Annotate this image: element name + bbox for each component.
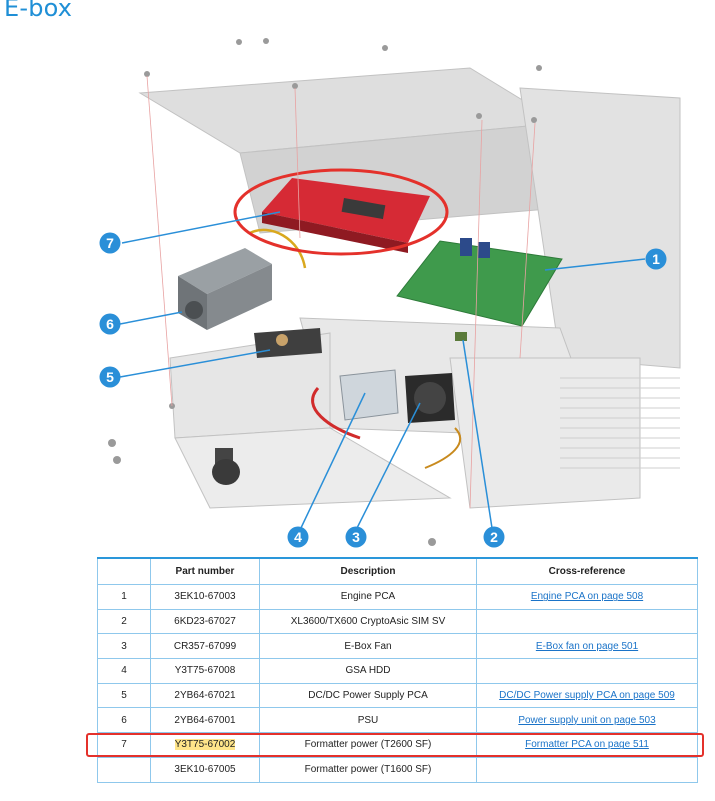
- table-header-row: Part number Description Cross-reference: [97, 557, 698, 585]
- part-number: 2YB64-67021: [150, 682, 260, 709]
- guide-lines: [146, 75, 536, 509]
- hdd-illustration: [311, 369, 399, 440]
- part-number: 6KD23-67027: [150, 608, 260, 635]
- formatter-highlight-ellipse: [233, 168, 449, 256]
- callout-label: 6: [106, 316, 114, 332]
- callout-label: 1: [652, 251, 660, 267]
- parts-table: Part number Description Cross-reference …: [97, 557, 698, 783]
- item-number: 1: [97, 584, 151, 610]
- table-row: 5 2YB64-67021 DC/DC Power Supply PCA DC/…: [97, 682, 698, 709]
- item-number: 5: [97, 682, 151, 709]
- item-number: 3: [97, 633, 151, 660]
- callout-label: 5: [106, 369, 114, 385]
- table-row: 4 Y3T75-67008 GSA HDD: [97, 658, 698, 684]
- leader-lines: [119, 211, 646, 531]
- item-number: [97, 756, 151, 783]
- part-number: CR357-67099: [150, 633, 260, 660]
- header-item: [97, 557, 151, 585]
- callout-4: 4: [287, 526, 309, 548]
- cross-reference-link[interactable]: E-Box fan on page 501: [476, 633, 698, 660]
- description: Engine PCA: [259, 584, 477, 610]
- callout-label: 7: [106, 235, 114, 251]
- side-grille: [560, 377, 680, 469]
- cross-reference: [476, 658, 698, 684]
- table-row: 6 2YB64-67001 PSU Power supply unit on p…: [97, 707, 698, 734]
- chassis-frame: [138, 67, 681, 509]
- item-number: 4: [97, 658, 151, 684]
- dcdc-pca-illustration: [254, 328, 322, 358]
- description: Formatter power (T2600 SF): [259, 732, 477, 758]
- item-number: 2: [97, 608, 151, 635]
- callout-1: 1: [645, 248, 667, 270]
- callout-3: 3: [345, 526, 367, 548]
- description: DC/DC Power Supply PCA: [259, 682, 477, 709]
- part-number: 2YB64-67001: [150, 707, 260, 734]
- description: PSU: [259, 707, 477, 734]
- callout-5: 5: [99, 366, 121, 388]
- callout-7: 7: [99, 232, 121, 254]
- cross-reference-link[interactable]: Power supply unit on page 503: [476, 707, 698, 734]
- row-highlight-box: [86, 733, 704, 757]
- cross-reference: [476, 756, 698, 783]
- psu-illustration: [178, 228, 307, 330]
- callout-label: 2: [490, 529, 498, 545]
- highlighted-part-number: Y3T75-67002: [174, 739, 236, 751]
- header-part-number: Part number: [150, 557, 260, 585]
- part-number: 3EK10-67003: [150, 584, 260, 610]
- callout-label: 4: [294, 529, 302, 545]
- part-number: 3EK10-67005: [150, 756, 260, 783]
- caster-illustration: [212, 448, 240, 485]
- table-row: 3 CR357-67099 E-Box Fan E-Box fan on pag…: [97, 633, 698, 660]
- cross-reference-link[interactable]: DC/DC Power supply PCA on page 509: [476, 682, 698, 709]
- table-row: 3EK10-67005 Formatter power (T1600 SF): [97, 756, 698, 783]
- cross-reference-link[interactable]: Engine PCA on page 508: [476, 584, 698, 610]
- engine-pca-illustration: [396, 238, 563, 327]
- description: GSA HDD: [259, 658, 477, 684]
- callout-2: 2: [483, 526, 505, 548]
- table-row: 2 6KD23-67027 XL3600/TX600 CryptoAsic SI…: [97, 608, 698, 635]
- description: E-Box Fan: [259, 633, 477, 660]
- description: XL3600/TX600 CryptoAsic SIM SV: [259, 608, 477, 635]
- page-title: E-box: [4, 0, 73, 22]
- header-cross-reference: Cross-reference: [476, 557, 698, 585]
- description: Formatter power (T1600 SF): [259, 756, 477, 783]
- header-description: Description: [259, 557, 477, 585]
- formatter-pca-illustration: [262, 178, 430, 253]
- item-number: 6: [97, 707, 151, 734]
- part-number: Y3T75-67008: [150, 658, 260, 684]
- crypto-chip-illustration: [455, 332, 467, 341]
- callout-label: 3: [352, 529, 360, 545]
- callout-6: 6: [99, 313, 121, 335]
- exploded-view-illustration: 1 2 3 4 5 6 7: [99, 38, 681, 548]
- table-row: 1 3EK10-67003 Engine PCA Engine PCA on p…: [97, 584, 698, 610]
- fan-illustration: [405, 373, 462, 469]
- table-row-highlighted: 7 Y3T75-67002 Formatter power (T2600 SF)…: [97, 732, 698, 758]
- cross-reference: [476, 608, 698, 635]
